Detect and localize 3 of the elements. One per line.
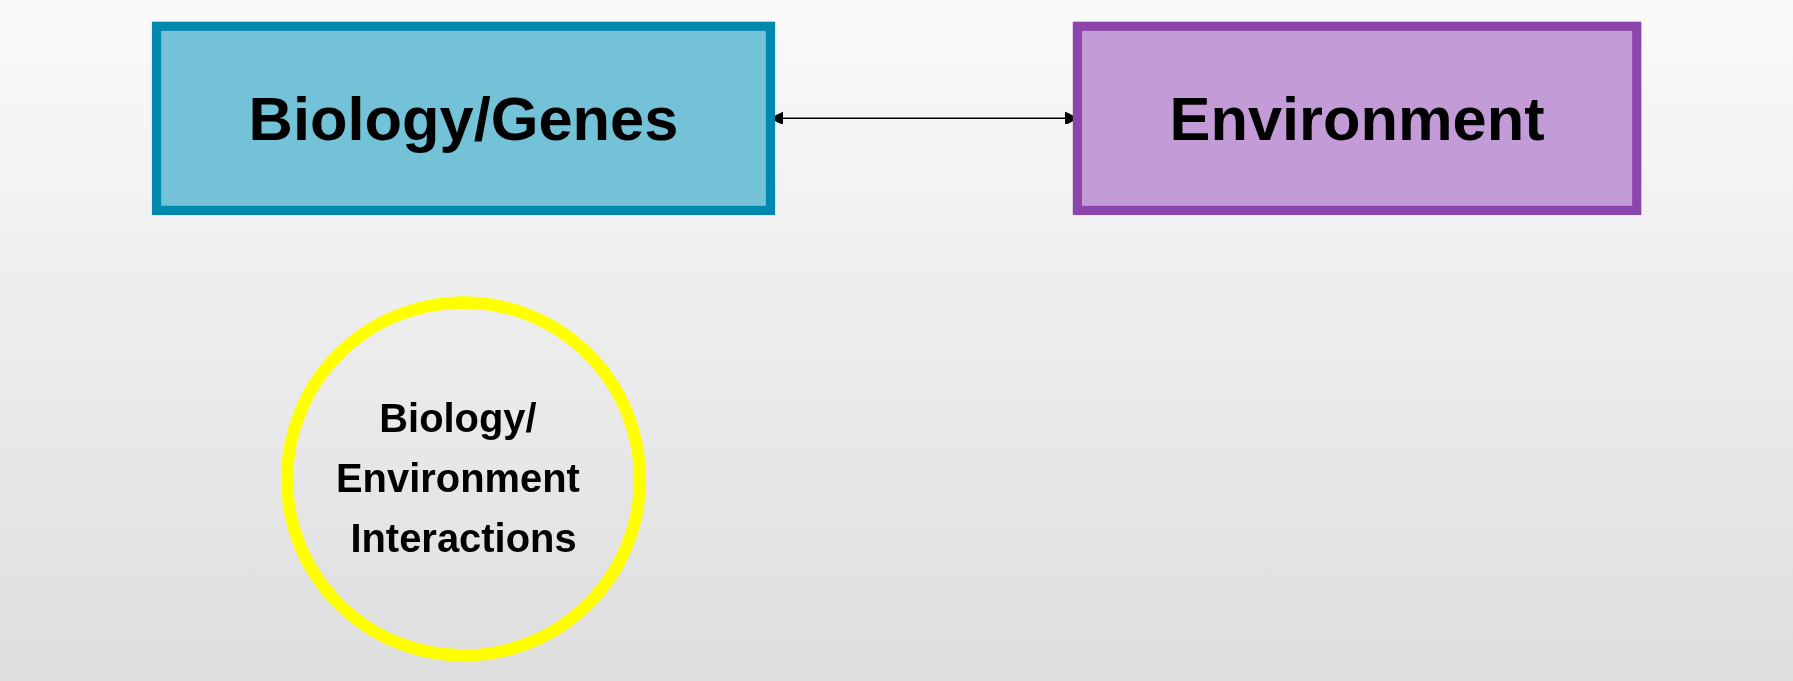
node-circle: Biology/ Environment Interactions [280, 296, 646, 662]
node-box: Biology/Genes [151, 21, 775, 215]
node-box: Environment [1072, 21, 1642, 215]
